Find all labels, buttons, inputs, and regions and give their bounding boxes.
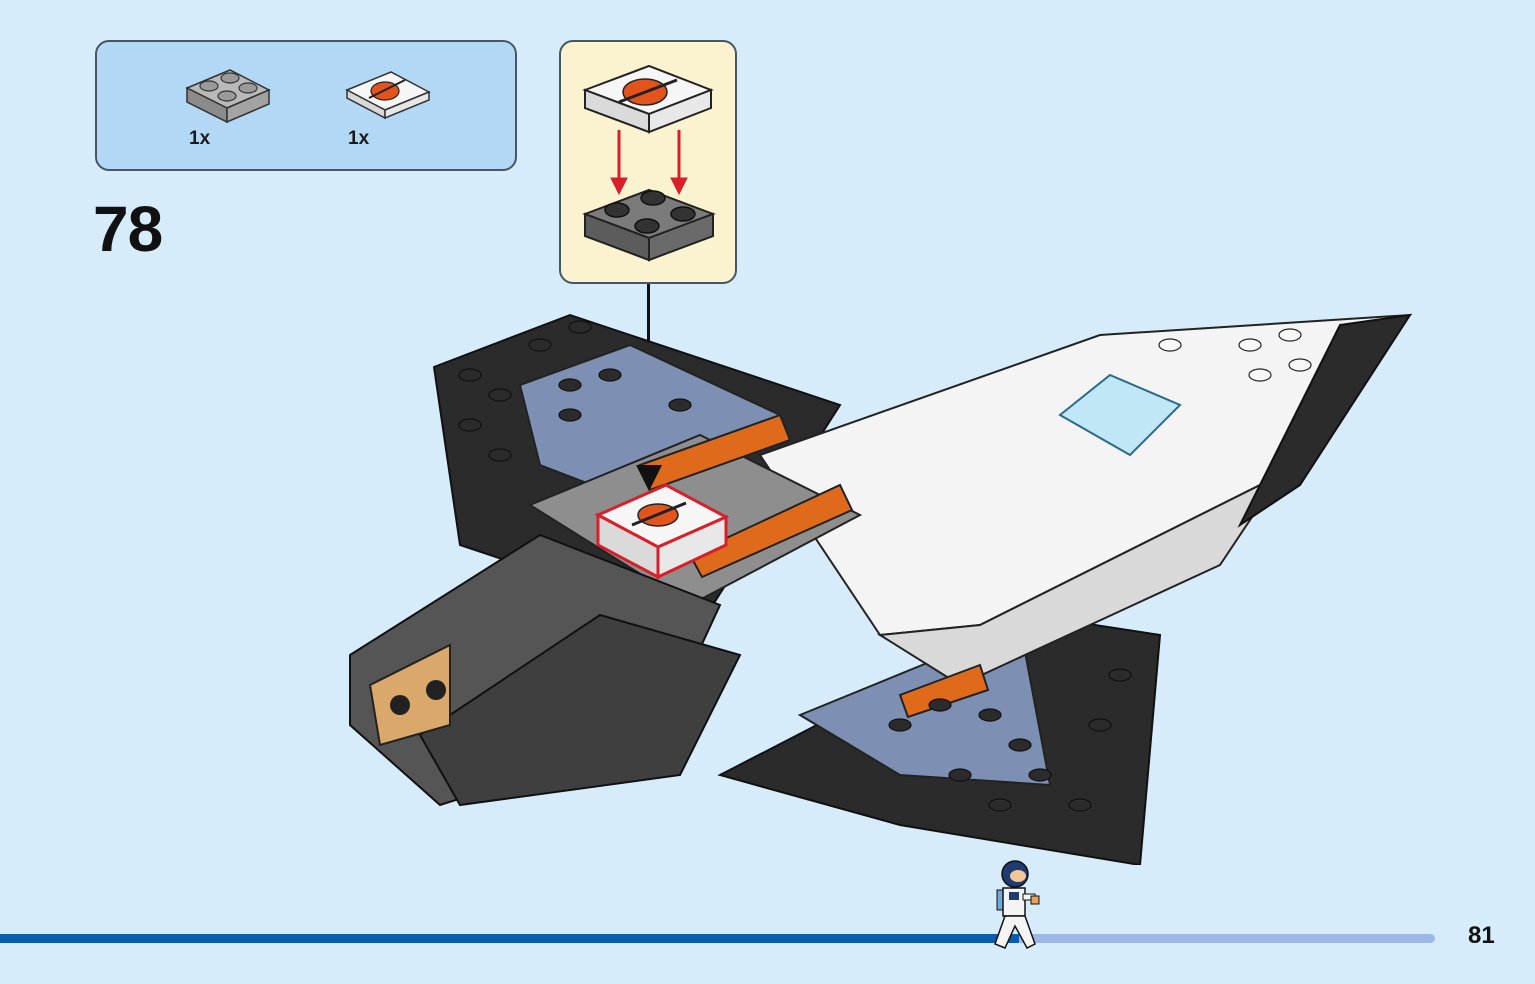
black-down-arrow-icon [636,465,662,491]
progress-fill [0,934,1019,943]
astronaut-minifig-icon [991,860,1043,959]
spaceship-model [340,305,1420,870]
sub-assembly-callout [559,40,737,284]
step-number: 78 [93,193,163,265]
gray-plate-2x2-icon [185,64,271,126]
printed-tile-icon [582,64,714,134]
progress-bar [0,934,1435,943]
page-number: 81 [1468,922,1495,949]
highlighted-new-tile [594,483,730,580]
part-quantity: 1x [189,128,211,149]
part-quantity: 1x [348,128,370,149]
printed-tile-icon [345,64,431,126]
red-down-arrow-icon [610,130,688,196]
parts-list-box: 1x 1x [95,40,517,171]
gray-plate-2x2-icon [582,188,716,262]
